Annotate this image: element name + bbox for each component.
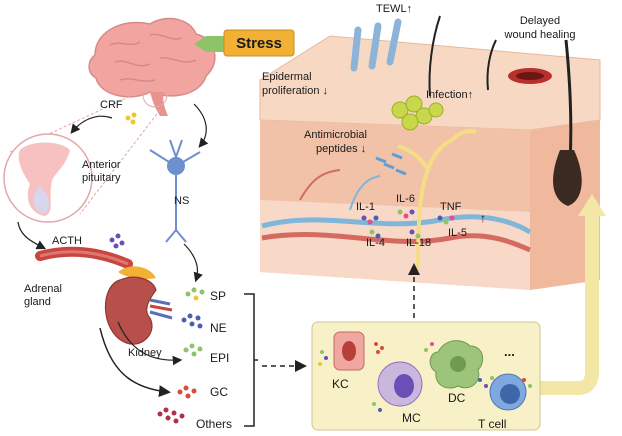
adrenal-gland-label-2: gland [24, 296, 51, 308]
cytokine-il-5: IL-5 [448, 227, 467, 239]
dc-label: DC [448, 391, 466, 405]
hair-illustration [553, 39, 582, 206]
pituitary-illustration [3, 133, 93, 223]
adrenal-to-epi-arrow [117, 321, 183, 366]
kc-label: KC [332, 377, 349, 391]
surface-hairs [428, 15, 497, 97]
tcell-to-skin-arrowhead [578, 194, 606, 216]
stress-box [223, 29, 295, 57]
stress-label: Stress [236, 35, 282, 52]
epidermal-proliferation-label-2: proliferation ↓ [262, 85, 328, 97]
brain-illustration [88, 17, 216, 116]
crf-dots [125, 112, 137, 125]
mediator-epi: EPI [210, 351, 229, 365]
cytokine-il-18: IL-18 [406, 237, 431, 249]
ne-dots [181, 313, 203, 329]
adrenal-gland-label-1: Adrenal [24, 283, 62, 295]
brain-to-neuron-arrow [193, 103, 209, 148]
adrenal-to-gc-arrow [99, 327, 171, 398]
mc-cell [377, 361, 423, 407]
mc-label: MC [402, 411, 421, 425]
crf-label: CRF [100, 99, 123, 111]
dc-cell [429, 340, 484, 389]
neuron-to-mediators-arrow [183, 243, 203, 283]
panel-mediator-dots [318, 342, 532, 412]
tewl-arrows [350, 18, 402, 72]
sp-dots [185, 287, 205, 301]
acth-dots [109, 233, 125, 249]
mediator-others: Others [196, 417, 232, 431]
tewl-label: TEWL↑ [376, 3, 412, 15]
mediator-gc: GC [210, 385, 228, 399]
cytokine-il-6: IL-6 [396, 193, 415, 205]
blood-vessel-highlight [39, 250, 129, 266]
neuron-illustration [149, 139, 201, 243]
mediator-sp: SP [210, 289, 226, 303]
tcell-label: T cell [478, 417, 506, 431]
kidney-label: Kidney [128, 347, 162, 359]
t-cell [489, 373, 527, 411]
antimicrobial-peptides-label-2: peptides ↓ [316, 143, 366, 155]
gc-dots [177, 385, 197, 399]
antimicrobial-peptides-label-1: Antimicrobial [304, 129, 367, 141]
infection-label: Infection↑ [426, 89, 473, 101]
acth-label: ACTH [52, 235, 82, 247]
mediator-ne: NE [210, 321, 227, 335]
cytokine-il-1: IL-1 [356, 201, 375, 213]
more-cells-ellipsis: ... [504, 344, 515, 359]
wound-illustration [508, 68, 552, 84]
acth-arrow [17, 221, 47, 250]
others-dots [157, 407, 185, 424]
kidney-illustration [104, 266, 173, 345]
crf-arrow [70, 115, 113, 134]
cytokine-dots [361, 209, 455, 239]
kc-cell [333, 331, 365, 371]
epi-dots [183, 343, 203, 357]
immune-cell-panel [311, 321, 541, 431]
cytokine-il-4: IL-4 [366, 237, 385, 249]
delayed-wound-healing-label-1: Delayed [520, 15, 560, 27]
epidermal-proliferation-label-1: Epidermal [262, 71, 312, 83]
cytokine-up-arrow: ↑ [480, 211, 486, 225]
delayed-wound-healing-label-2: wound healing [504, 29, 576, 41]
tcell-to-skin-band [540, 216, 599, 395]
mediators-bracket [244, 293, 258, 427]
antimicrobial-peptide-marks [375, 152, 407, 176]
cytokine-tnf: TNF [440, 201, 462, 213]
anterior-pituitary-label-1: Anterior [82, 159, 121, 171]
anterior-pituitary-label-2: pituitary [82, 172, 121, 184]
ns-label: NS [174, 195, 189, 207]
infection-bacteria [391, 95, 444, 131]
zoom-circle [142, 82, 168, 108]
stress-arrow [194, 36, 224, 52]
